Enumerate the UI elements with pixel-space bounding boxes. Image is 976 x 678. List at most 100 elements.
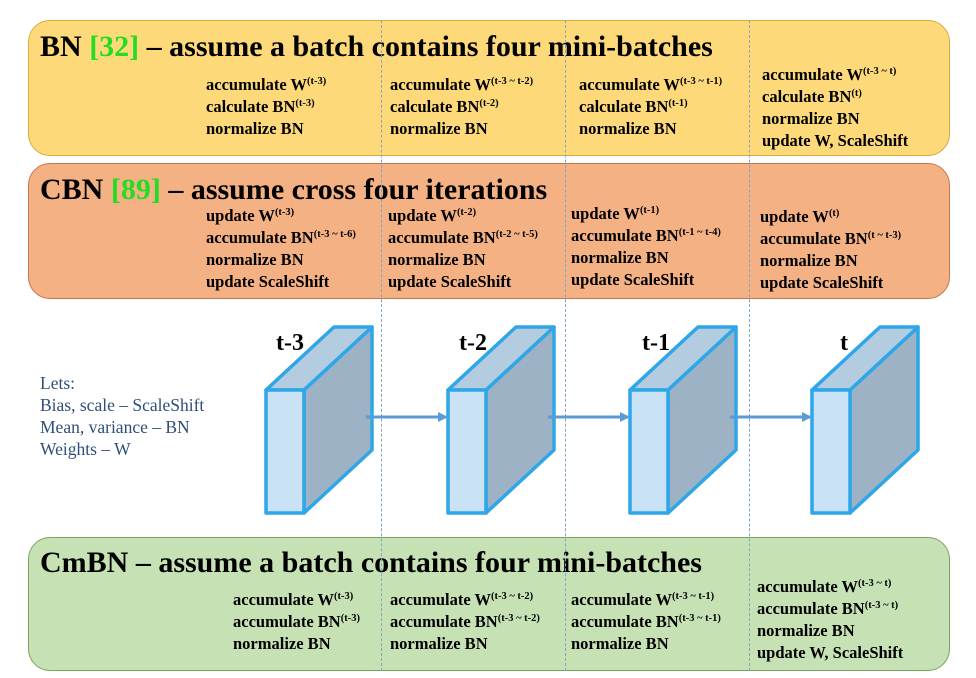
bn-reference: [32] (89, 30, 140, 63)
step-text: calculate BN (390, 97, 480, 116)
step-superscript: (t-3 ~ t-1) (671, 591, 715, 602)
step-text: normalize BN (757, 621, 855, 640)
step-text: normalize BN (233, 634, 331, 653)
cmbn-column-1: accumulate W(t-3)accumulate BN(t-3)norma… (233, 589, 360, 655)
step-line: normalize BN (571, 633, 721, 655)
step-line: accumulate BN(t-3) (233, 611, 360, 633)
cbn-column-1: update W(t-3) accumulate BN(t-3 ~ t-6)nor… (206, 205, 356, 293)
step-superscript: (t) (851, 88, 862, 99)
bn-title: BN [32] – assume a batch contains four m… (40, 30, 713, 63)
step-line: normalize BN (762, 108, 908, 130)
cmbn-column-4: accumulate W(t-3 ~ t)accumulate BN(t-3 ~… (757, 576, 903, 664)
step-line: normalize BN (757, 620, 903, 642)
step-text: normalize BN (571, 634, 669, 653)
step-text: calculate BN (762, 87, 852, 106)
step-line: accumulate W(t-3) (206, 74, 326, 96)
step-text: update W (206, 206, 275, 225)
step-text: normalize BN (762, 109, 860, 128)
step-text: calculate BN (206, 97, 296, 116)
step-line: update W(t-2) (388, 205, 538, 227)
step-superscript: (t-3) (295, 98, 315, 109)
step-text: accumulate BN (388, 228, 496, 247)
step-superscript: (t-3 ~ t) (864, 600, 899, 611)
timestep-label: t-3 (276, 330, 304, 356)
step-line: normalize BN (390, 633, 540, 655)
step-line: accumulate BN(t ~ t-3) (760, 228, 901, 250)
step-text: update W (571, 204, 640, 223)
step-superscript: (t-3) (274, 207, 295, 218)
step-text: accumulate W (233, 590, 334, 609)
step-line: accumulate BN(t-3 ~ t-6) (206, 227, 356, 249)
step-superscript: (t-3) (340, 613, 360, 624)
cmbn-panel (28, 537, 950, 671)
step-line: update W(t) (760, 206, 901, 228)
block-front-face (446, 388, 488, 515)
cbn-column-2: update W(t-2)accumulate BN(t-2 ~ t-5)nor… (388, 205, 538, 293)
step-superscript: (t-1) (668, 98, 688, 109)
step-superscript: (t-2) (456, 207, 477, 218)
step-text: update W (388, 206, 457, 225)
step-text: accumulate BN (760, 229, 868, 248)
cbn-column-3: update W(t-1)accumulate BN(t-1 ~ t-4)nor… (571, 203, 721, 291)
step-line: accumulate W(t-3) (233, 589, 360, 611)
step-text: accumulate W (206, 75, 307, 94)
step-text: accumulate BN (390, 612, 498, 631)
step-superscript: (t-3 ~ t) (862, 66, 897, 77)
step-superscript: (t-3 ~ t-2) (490, 76, 534, 87)
step-text: normalize BN (390, 634, 488, 653)
step-text: accumulate W (390, 75, 491, 94)
block-front-face (810, 388, 852, 515)
step-superscript: (t-3 ~ t-2) (497, 613, 540, 624)
step-line: update ScaleShift (760, 272, 901, 294)
column-divider (749, 20, 750, 671)
step-line: accumulate BN(t-2 ~ t-5) (388, 227, 538, 249)
step-superscript: (t-3 ~ t-1) (678, 613, 721, 624)
step-text: normalize BN (206, 119, 304, 138)
cbn-reference: [89] (110, 173, 161, 206)
step-line: calculate BN(t-3) (206, 96, 326, 118)
timestep-label: t-2 (459, 330, 487, 356)
step-text: update ScaleShift (571, 270, 695, 289)
step-superscript: (t ~ t-3) (867, 230, 902, 241)
step-line: calculate BN(t-2) (390, 96, 533, 118)
step-superscript: (t-3 ~ t) (857, 578, 892, 589)
cbn-column-4: update W(t)accumulate BN(t ~ t-3)normali… (760, 206, 901, 294)
bn-column-2: accumulate W(t-3 ~ t-2) calculate BN(t-2)… (390, 74, 533, 140)
bn-column-3: accumulate W(t-3 ~ t-1)calculate BN(t-1)… (579, 74, 722, 140)
step-text: accumulate BN (757, 599, 865, 618)
step-text: update ScaleShift (760, 273, 884, 292)
step-line: update W(t-1) (571, 203, 721, 225)
cbn-panel (28, 163, 950, 299)
step-line: accumulate W(t-3 ~ t-1) (571, 589, 721, 611)
step-line: accumulate W(t-3 ~ t) (762, 64, 908, 86)
step-line: accumulate W(t-3 ~ t-2) (390, 589, 540, 611)
step-text: accumulate W (390, 590, 491, 609)
bn-column-4: accumulate W(t-3 ~ t)calculate BN(t) norm… (762, 64, 908, 152)
timestep-label: t (840, 330, 848, 356)
step-text: update ScaleShift (206, 272, 330, 291)
step-superscript: (t-3) (306, 76, 327, 87)
cmbn-title: CmBN – assume a batch contains four mini… (40, 546, 702, 579)
step-text: accumulate BN (571, 226, 679, 245)
step-text: normalize BN (206, 250, 304, 269)
legend-heading: Lets: (40, 373, 75, 393)
block-front-face (264, 388, 306, 515)
legend: Lets: Bias, scale – ScaleShift Mean, var… (40, 372, 204, 460)
step-text: normalize BN (760, 251, 858, 270)
step-superscript: (t-3 ~ t-2) (490, 591, 534, 602)
step-line: accumulate BN(t-3 ~ t-1) (571, 611, 721, 633)
step-text: accumulate W (579, 75, 680, 94)
step-line: normalize BN (571, 247, 721, 269)
step-line: accumulate W(t-3 ~ t) (757, 576, 903, 598)
step-superscript: (t-2) (479, 98, 499, 109)
step-line: normalize BN (579, 118, 722, 140)
legend-item: Weights – W (40, 439, 131, 459)
cmbn-column-3: accumulate W(t-3 ~ t-1)accumulate BN(t-3… (571, 589, 721, 655)
step-text: calculate BN (579, 97, 669, 116)
step-text: normalize BN (579, 119, 677, 138)
step-superscript: (t-3 ~ t-6) (313, 229, 356, 240)
step-text: update W (760, 207, 829, 226)
step-line: update ScaleShift (571, 269, 721, 291)
step-line: normalize BN (233, 633, 360, 655)
